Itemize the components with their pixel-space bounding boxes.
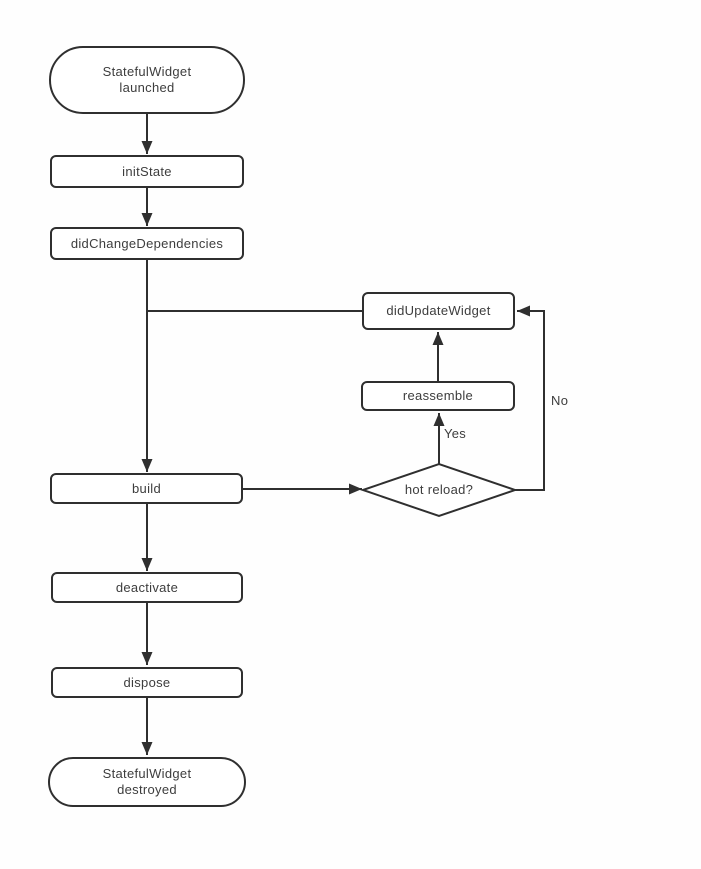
node-label: didChangeDependencies [70,235,224,251]
node-dispose: dispose [51,667,243,698]
node-statefulwidget-destroyed: StatefulWidget destroyed [48,757,246,807]
edge-label-no: No [551,393,569,408]
node-label: reassemble [402,388,474,403]
edge-hotreload-didupdatewidget-no [515,305,545,491]
node-label: deactivate [115,579,179,595]
node-didchangedependencies: didChangeDependencies [50,227,244,260]
hot-reload-diamond-shape [359,462,519,518]
node-label: StatefulWidget [102,64,192,79]
node-deactivate: deactivate [51,572,243,603]
node-label: launched [119,80,175,95]
edge-label-yes: Yes [444,426,467,441]
node-didupdatewidget: didUpdateWidget [362,292,515,330]
node-reassemble: reassemble [361,381,515,411]
node-label: StatefulWidget [102,766,192,781]
node-build: build [50,473,243,504]
node-label: dispose [123,674,171,690]
node-label: build [132,480,161,496]
node-statefulwidget-launched: StatefulWidget launched [49,46,245,114]
node-label: didUpdateWidget [386,303,491,318]
node-label: destroyed [117,782,177,797]
node-initstate: initState [50,155,244,188]
node-label: initState [122,163,172,179]
node-hotreload-label: hot reload? [404,482,474,497]
